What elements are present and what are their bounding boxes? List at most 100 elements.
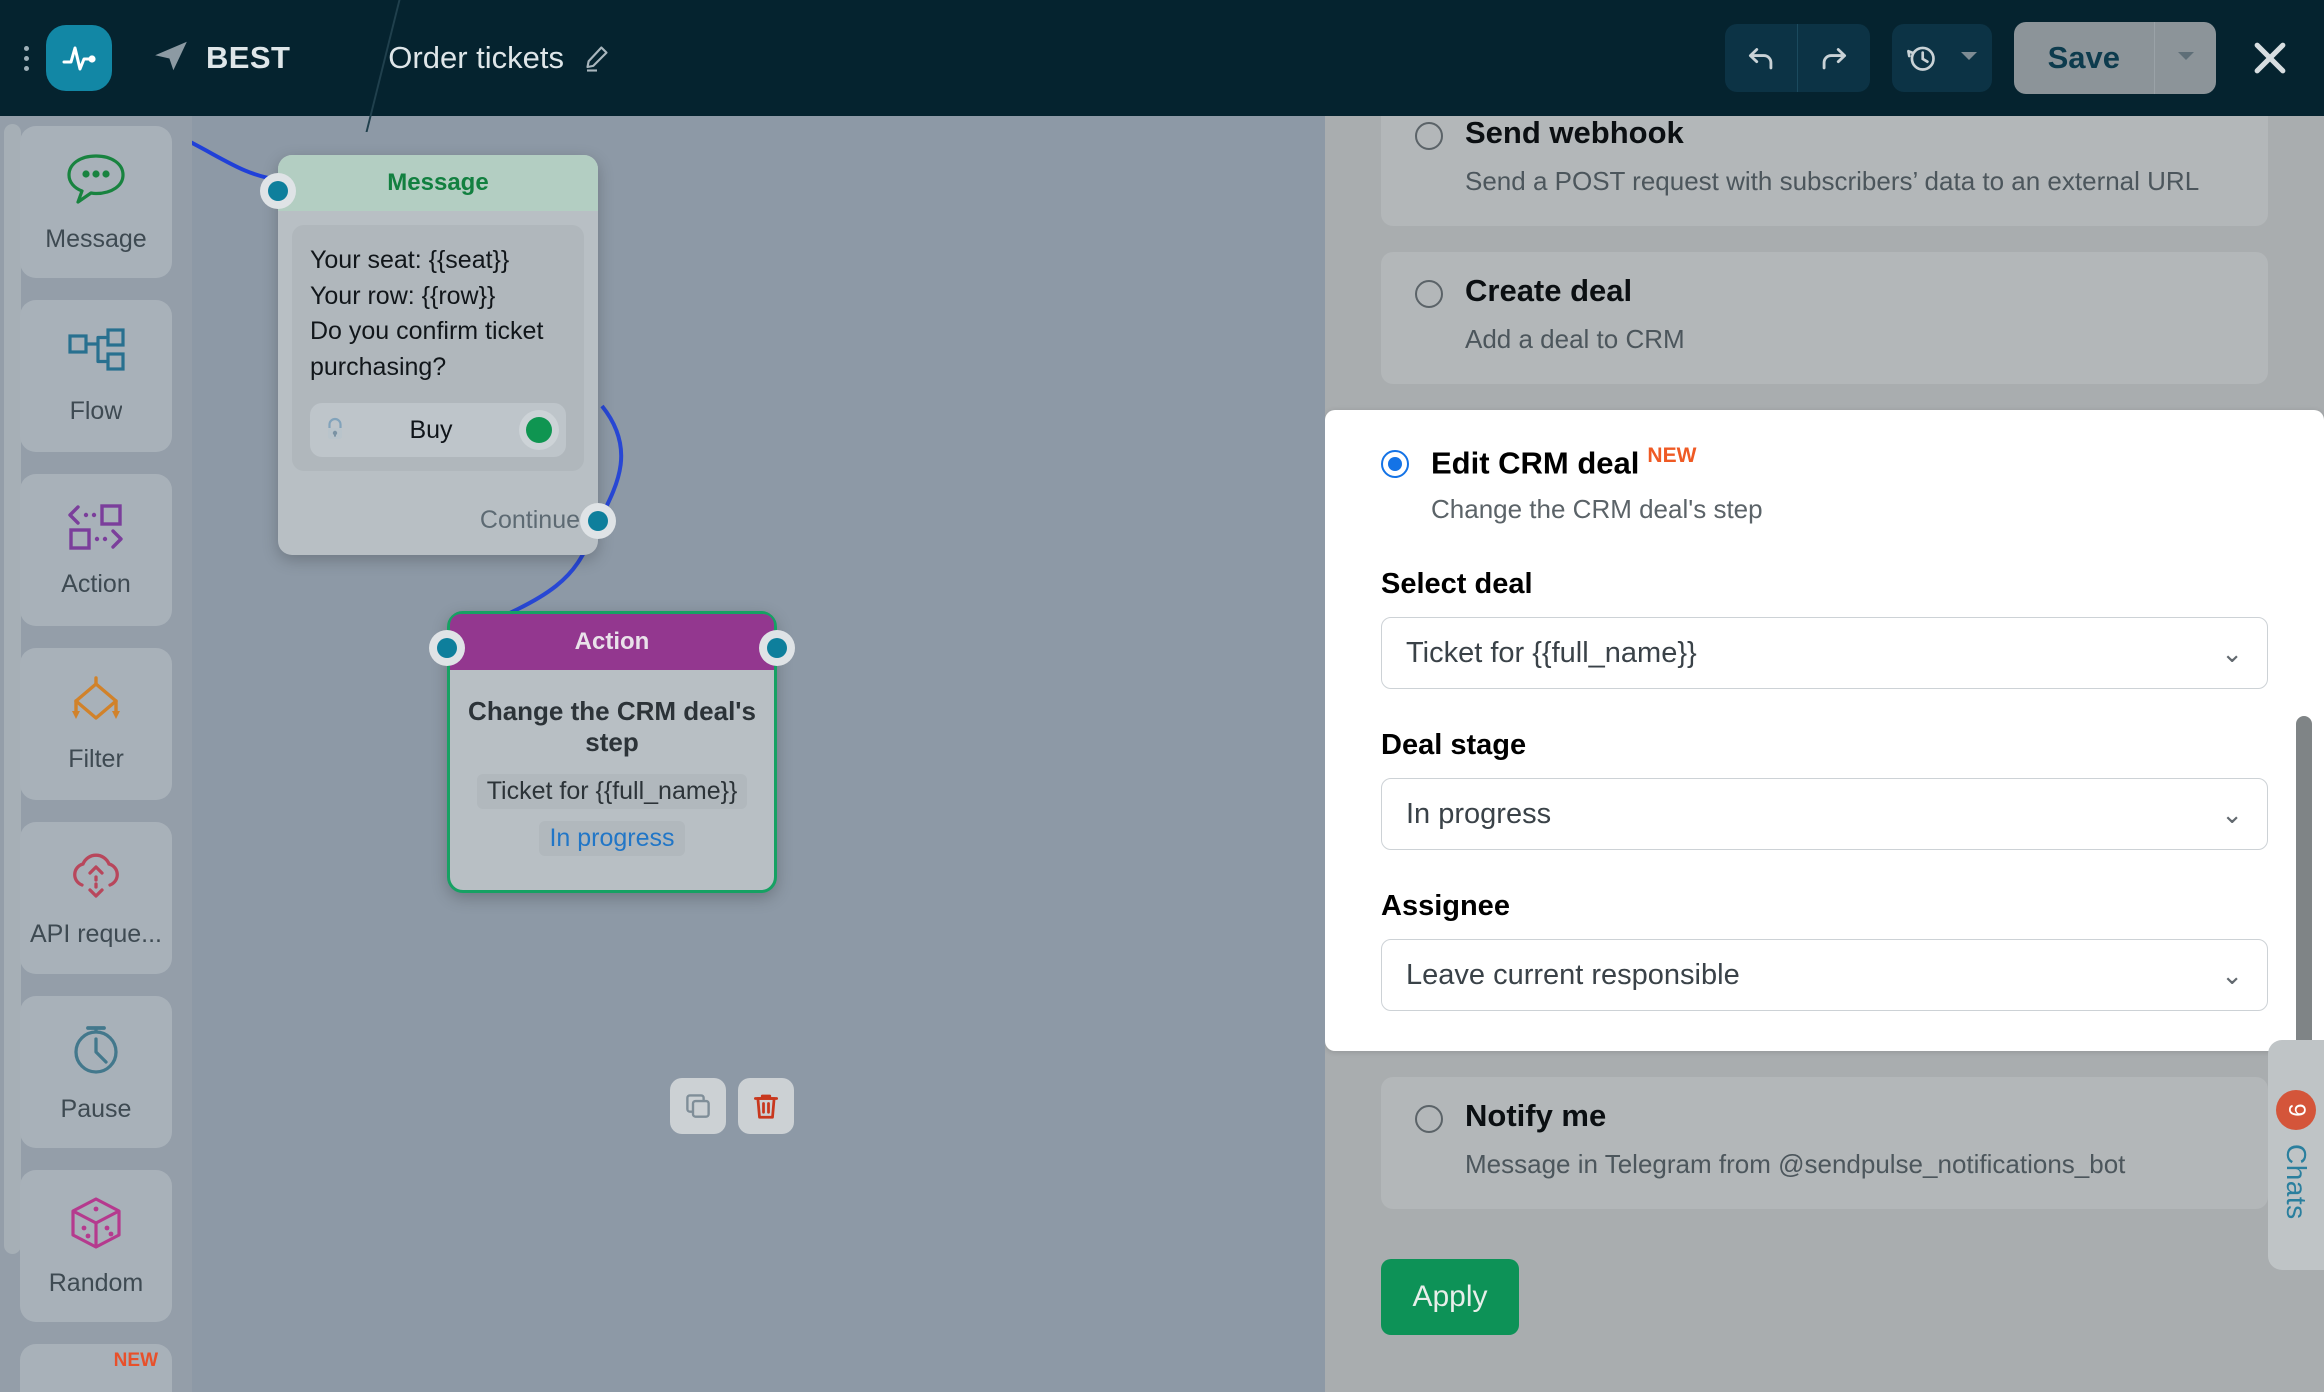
action-node-output-port[interactable] [759,630,795,666]
sidebar-item-label: Flow [69,397,123,425]
message-text-line: Your seat: {{seat}} [310,246,510,274]
lock-icon [324,417,346,443]
deal-stage-label: Deal stage [1381,729,1527,762]
rail-scrollbar[interactable] [4,124,21,1254]
top-bar: BEST Order tickets [0,0,2324,116]
left-toolbox-rail: Message Flow [0,116,192,1392]
breadcrumb-separator [316,0,370,116]
toolbar-divider [1796,24,1798,92]
sidebar-item-filter[interactable]: Filter [20,648,172,800]
undo-redo-group [1724,24,1870,92]
bot-breadcrumb[interactable]: BEST [152,37,290,80]
radio-notify-me[interactable] [1415,1105,1443,1134]
stopwatch-icon [66,1020,126,1083]
sidebar-item-random[interactable]: Random [20,1170,172,1322]
redo-arrow-icon[interactable] [1798,24,1870,92]
deal-stage-value: In progress [1406,797,1552,830]
option-title: Notify me [1465,1098,1607,1134]
chevron-down-icon: ⌄ [2221,960,2243,991]
option-description: Change the CRM deal's step [1431,494,1763,525]
new-badge: NEW [113,1350,158,1371]
dice-cube-icon [66,1194,126,1257]
clock-history-icon[interactable] [1892,24,1952,92]
sidebar-item-label: Action [61,570,131,598]
sendpulse-pulse-logo-icon[interactable] [46,25,112,91]
sidebar-item-pause[interactable]: Pause [20,996,172,1148]
speech-bubble-icon [64,150,128,213]
sidebar-item-flow[interactable]: Flow [20,300,172,452]
flow-tree-icon [64,326,128,385]
assignee-label: Assignee [1381,890,1510,923]
message-node[interactable]: Message Your seat: {{seat}} Your row: {{… [260,155,616,555]
action-node[interactable]: Action Change the CRM deal's step Ticket… [429,611,795,893]
message-node-button[interactable]: Buy [310,403,566,457]
chevron-down-icon: ⌄ [2221,638,2243,669]
option-title: Send webhook [1465,116,1684,150]
sidebar-item-partial[interactable]: NEW [20,1344,172,1392]
chevron-down-icon [2177,49,2195,67]
chats-unread-badge: 9 [2276,1090,2316,1131]
save-button-group[interactable]: Save [2013,22,2216,94]
undo-arrow-icon[interactable] [1725,24,1797,92]
action-arrows-icon [64,501,128,558]
message-node-input-port[interactable] [260,173,296,209]
message-node-body[interactable]: Your seat: {{seat}} Your row: {{row}} Do… [292,225,584,471]
action-node-input-port[interactable] [429,630,465,666]
select-deal-dropdown[interactable]: Ticket for {{full_name}} ⌄ [1381,617,2268,690]
message-button-output-port[interactable] [526,417,552,443]
continue-label: Continue [479,505,580,534]
history-button[interactable] [1891,24,1992,92]
sidebar-item-api-request[interactable]: API reque... [20,822,172,974]
copy-duplicate-icon[interactable] [670,1078,726,1134]
telegram-paper-plane-icon [152,37,190,80]
option-send-webhook[interactable]: Send webhook Send a POST request with su… [1381,116,2268,226]
apply-button[interactable]: Apply [1381,1259,1519,1336]
save-button[interactable]: Save [2047,40,2120,75]
message-text-line: purchasing? [310,352,447,381]
select-deal-value: Ticket for {{full_name}} [1406,636,1697,669]
sidebar-item-label: Pause [60,1095,132,1123]
chevron-down-icon [1960,49,1978,67]
chevron-down-icon: ⌄ [2221,799,2243,830]
option-description: Message in Telegram from @sendpulse_noti… [1465,1149,2126,1180]
action-node-header: Action [450,614,774,670]
option-notify-me[interactable]: Notify me Message in Telegram from @send… [1381,1077,2268,1210]
message-text-line: Do you confirm ticket [310,317,544,345]
chats-tab-label: Chats [2281,1144,2312,1220]
action-node-body: Change the CRM deal's step Ticket for {{… [450,670,774,890]
close-icon[interactable] [2238,36,2298,80]
flow-canvas[interactable]: Message Your seat: {{seat}} Your row: {{… [192,116,1325,1392]
save-dropdown-caret[interactable] [2154,22,2216,94]
deal-stage-dropdown[interactable]: In progress ⌄ [1381,778,2268,851]
action-node-title: Change the CRM deal's step [468,696,756,757]
option-title: Edit CRM deal NEW [1431,444,1696,480]
new-badge: NEW [1647,443,1697,467]
radio-send-webhook[interactable] [1415,122,1443,150]
bot-name: BEST [206,40,291,75]
message-node-continue-port[interactable] [580,503,616,539]
action-node-deal: Ticket for {{full_name}} [476,774,748,809]
option-create-deal[interactable]: Create deal Add a deal to CRM [1381,251,2268,384]
action-settings-panel: Send webhook Send a POST request with su… [1325,116,2324,1392]
sidebar-item-message[interactable]: Message [20,126,172,278]
trash-delete-icon[interactable] [738,1078,794,1134]
toolbar-actions: Save [1724,22,2324,94]
page-title: Order tickets [388,40,564,75]
radio-edit-crm-deal[interactable] [1381,449,1409,478]
filter-diamond-icon [62,674,130,733]
assignee-dropdown[interactable]: Leave current responsible ⌄ [1381,939,2268,1012]
option-description: Add a deal to CRM [1465,324,1685,355]
sidebar-item-label: Random [48,1269,144,1297]
kebab-menu-icon[interactable] [12,45,40,71]
select-deal-label: Select deal [1381,568,1533,601]
node-tools [670,1078,794,1134]
api-cloud-icon [64,847,128,908]
sidebar-item-action[interactable]: Action [20,474,172,626]
option-title-text: Edit CRM deal [1431,445,1640,481]
radio-create-deal[interactable] [1415,279,1443,308]
option-edit-crm-deal[interactable]: Edit CRM deal NEW Change the CRM deal's s… [1325,409,2324,1052]
message-text-line: Your row: {{row}} [310,281,496,310]
pencil-edit-icon[interactable] [582,43,612,73]
chats-tab[interactable]: 9 Chats [2268,1040,2324,1270]
